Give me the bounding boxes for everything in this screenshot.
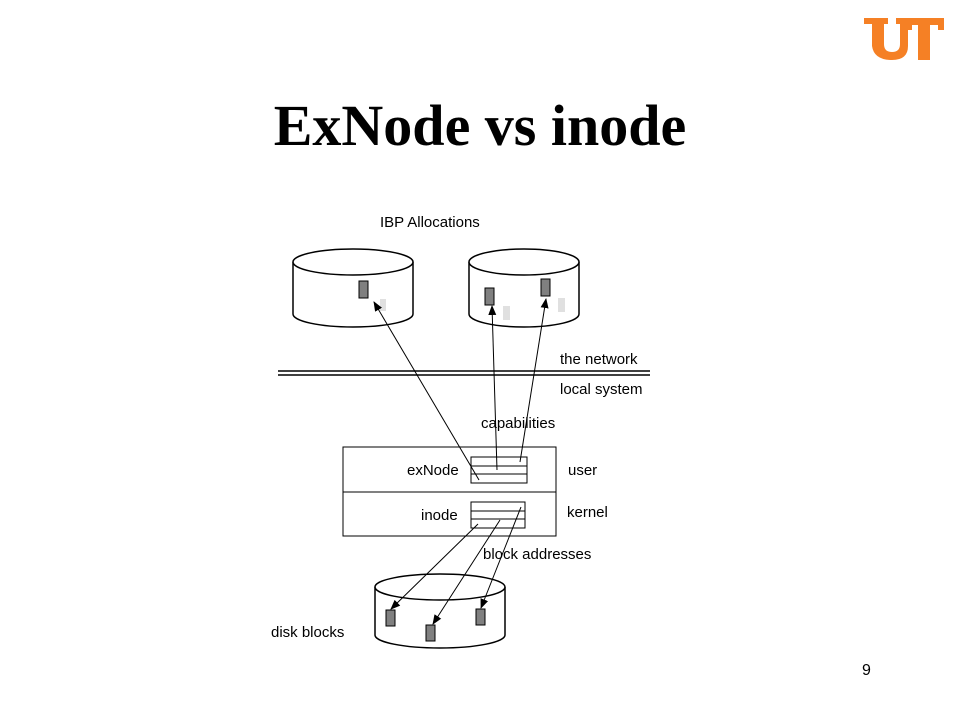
disk-block [425, 624, 436, 642]
ibp-depot-cylinder [468, 248, 580, 328]
allocation-block [358, 280, 369, 299]
local-system-label: local system [560, 381, 643, 398]
block-address-arrows [390, 506, 522, 625]
capability-arrows [373, 298, 549, 481]
ibp-allocations-label: IBP Allocations [380, 214, 480, 231]
ibp-depot-cylinder [292, 248, 414, 328]
disk-blocks-label: disk blocks [271, 624, 344, 641]
exnode-table [470, 456, 528, 484]
ut-logo [864, 18, 944, 60]
network-boundary [278, 370, 650, 376]
the-network-label: the network [560, 351, 638, 368]
kernel-label: kernel [567, 504, 608, 521]
local-disk-cylinder [374, 573, 506, 649]
disk-block [385, 609, 396, 627]
user-label: user [568, 462, 597, 479]
inode-table [470, 501, 526, 529]
allocation-block [540, 278, 551, 297]
exnode-label: exNode [407, 462, 459, 479]
inode-label: inode [421, 507, 458, 524]
page-number: 9 [862, 662, 871, 679]
slide-title: ExNode vs inode [273, 93, 687, 158]
capabilities-label: capabilities [481, 415, 555, 432]
block-addresses-label: block addresses [483, 546, 591, 563]
disk-block [475, 608, 486, 626]
allocation-block [484, 287, 495, 306]
